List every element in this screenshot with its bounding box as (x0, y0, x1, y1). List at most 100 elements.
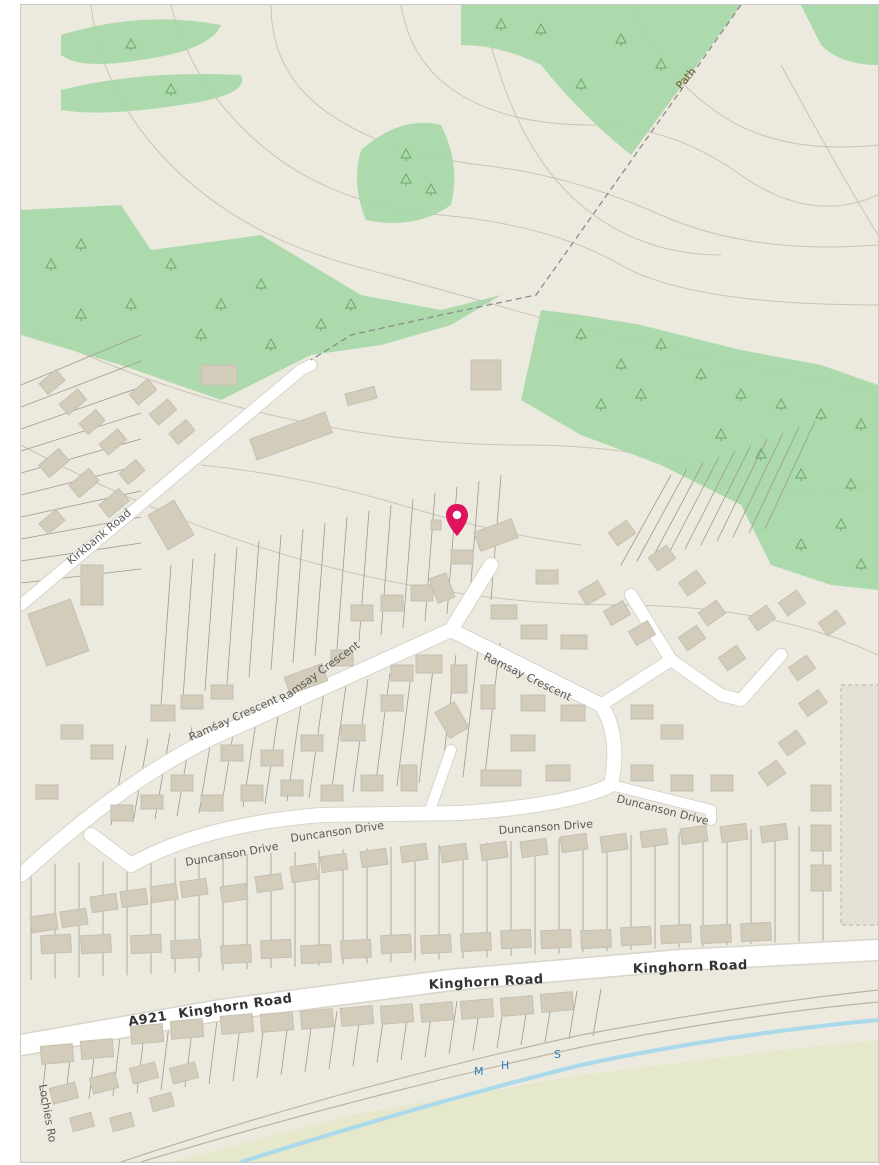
beach-area (171, 1040, 878, 1162)
building (380, 933, 412, 955)
cul-de-sac (426, 745, 456, 812)
building (500, 928, 532, 950)
label-a921: A921 (127, 1009, 168, 1030)
tree-icon (425, 182, 437, 196)
building (98, 428, 128, 456)
building (539, 991, 575, 1013)
building (480, 684, 496, 710)
plot-line (182, 558, 194, 699)
building (380, 594, 404, 612)
building (677, 624, 707, 652)
building (128, 1061, 160, 1085)
building (399, 842, 429, 864)
kirkbank-road (21, 359, 317, 611)
map-canvas[interactable]: Path Kirkbank Road Ramsay Crescent Ramsa… (21, 5, 878, 1162)
building (360, 774, 384, 792)
tree-icon (575, 77, 587, 91)
tree-icon (795, 467, 807, 481)
plot-line (314, 522, 326, 657)
building (260, 749, 284, 767)
building (450, 549, 474, 565)
building (607, 519, 637, 547)
tree-icon (255, 277, 267, 291)
plot-line (292, 528, 304, 664)
label-water-h: H (501, 1059, 510, 1072)
tree-icon (575, 327, 587, 341)
building (58, 388, 88, 416)
building (499, 995, 535, 1017)
tree-icon (635, 387, 647, 401)
building (240, 784, 264, 802)
building (200, 364, 238, 386)
building (259, 1011, 295, 1033)
building (719, 822, 749, 844)
building (430, 519, 442, 531)
tree-icon (45, 257, 57, 271)
plot-line (636, 468, 688, 562)
building (210, 684, 234, 700)
building (520, 694, 546, 712)
plot-line (732, 432, 784, 538)
plot-line (328, 1010, 338, 1070)
plot-line (226, 546, 238, 685)
building (39, 1043, 75, 1065)
tree-icon (755, 447, 767, 461)
building (559, 832, 589, 854)
tree-icons (45, 17, 867, 571)
plot-line (21, 386, 142, 430)
side-road-south (606, 780, 716, 825)
building (810, 784, 832, 812)
river (240, 1018, 878, 1162)
building (599, 832, 629, 854)
building (415, 654, 443, 674)
building (630, 764, 654, 782)
building (320, 784, 344, 802)
building (129, 1023, 165, 1045)
ramsay-crescent (21, 558, 498, 882)
footpath-dashed[interactable] (310, 5, 742, 361)
building (460, 931, 492, 953)
building (340, 724, 366, 742)
building (777, 729, 807, 757)
label-water-m: M (474, 1065, 485, 1078)
building (68, 1111, 96, 1133)
building (35, 784, 59, 800)
building (90, 744, 114, 760)
plot-line (248, 540, 260, 678)
plot-line (160, 1024, 170, 1091)
building (280, 779, 304, 797)
plot-line (592, 988, 602, 1037)
plot-line (652, 462, 704, 558)
building (27, 598, 90, 667)
building (660, 923, 692, 945)
roads[interactable] (21, 359, 878, 1055)
label-kinghorn-road-2: Kinghorn Road (428, 972, 544, 993)
building (660, 724, 684, 740)
building (168, 418, 196, 446)
building (148, 1091, 176, 1113)
building (439, 842, 469, 864)
building (108, 1111, 136, 1133)
building (620, 925, 652, 947)
building (510, 734, 536, 752)
tree-icon (815, 407, 827, 421)
plot-line (380, 504, 392, 636)
building (340, 938, 372, 960)
building (434, 700, 470, 740)
building (535, 569, 559, 585)
tree-icon (215, 297, 227, 311)
building (48, 1081, 80, 1105)
plot-line (700, 444, 752, 546)
plot-line (336, 516, 348, 650)
building (300, 734, 324, 752)
building (670, 774, 694, 792)
building (540, 928, 572, 950)
building (560, 704, 586, 722)
plot-line (568, 990, 578, 1040)
building (339, 1005, 375, 1027)
tree-icon (715, 427, 727, 441)
map-frame[interactable]: Path Kirkbank Road Ramsay Crescent Ramsa… (20, 4, 879, 1163)
building (78, 408, 106, 436)
location-pin-icon[interactable] (446, 504, 468, 536)
tree-icon (855, 417, 867, 431)
